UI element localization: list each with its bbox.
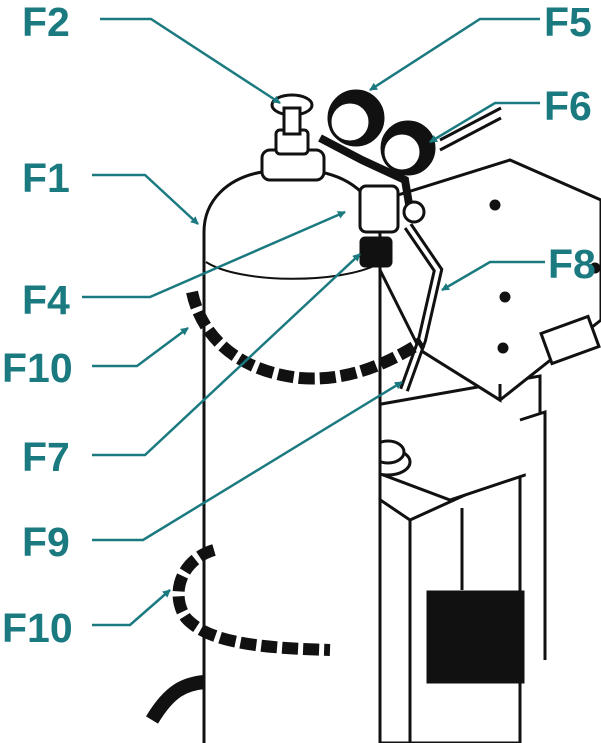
callout-F4: F4 bbox=[22, 277, 70, 323]
valve-handwheel bbox=[270, 93, 314, 136]
hose bbox=[145, 675, 205, 724]
callout-F8: F8 bbox=[548, 241, 596, 287]
leader-F7 bbox=[92, 253, 361, 457]
callout-F1: F1 bbox=[22, 155, 70, 201]
leader-F8 bbox=[441, 260, 545, 292]
pressure-gauges bbox=[318, 89, 502, 211]
callout-F10-upper: F10 bbox=[2, 345, 73, 391]
chain-lower bbox=[172, 544, 331, 656]
leader-F9 bbox=[92, 380, 403, 542]
callout-F6: F6 bbox=[544, 83, 592, 129]
leader-F2 bbox=[100, 17, 281, 105]
callout-F5: F5 bbox=[544, 0, 592, 45]
leader-lines bbox=[82, 17, 545, 627]
leader-F10b bbox=[92, 589, 171, 627]
regulator bbox=[358, 184, 426, 268]
leader-F5 bbox=[369, 17, 540, 92]
leader-F6 bbox=[429, 101, 540, 144]
callout-F9: F9 bbox=[22, 519, 70, 565]
gas-cylinder bbox=[202, 128, 382, 743]
leader-F1 bbox=[92, 173, 199, 225]
leader-F4 bbox=[82, 210, 346, 299]
chain-upper bbox=[186, 290, 426, 385]
callout-F7: F7 bbox=[22, 434, 70, 480]
callout-F2: F2 bbox=[22, 0, 70, 45]
callout-F10-lower: F10 bbox=[2, 605, 73, 651]
leader-F10a bbox=[92, 326, 189, 368]
